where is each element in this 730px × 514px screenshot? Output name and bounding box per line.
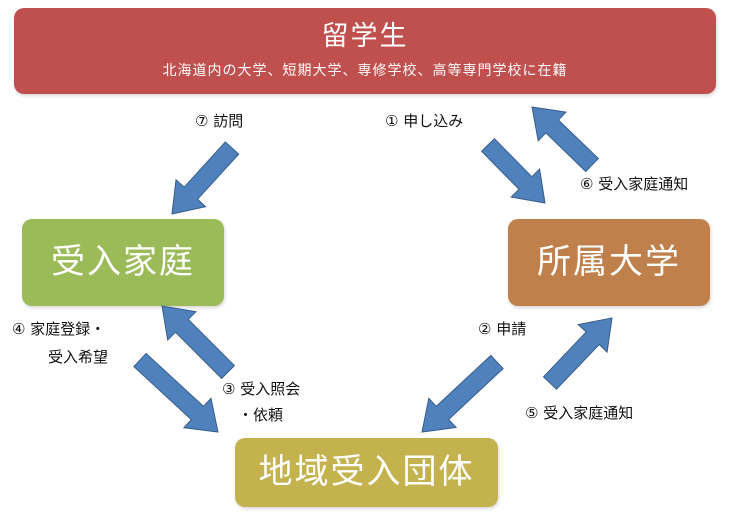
arrow-student-to-univ: [480, 137, 546, 204]
arrow-host-to-org: [133, 352, 219, 433]
arrow-univ-to-org: [421, 354, 504, 433]
university-node-title: 所属大学: [537, 241, 681, 282]
edge-label-register-line2: 受入希望: [48, 348, 109, 366]
student-node: 留学生 北海道内の大学、短期大学、専修学校、高等専門学校に在籍: [14, 8, 716, 94]
edge-label-notify-student: ⑥ 受入家庭通知: [580, 175, 689, 193]
edge-label-request: ② 申請: [478, 320, 527, 338]
arrow-org-to-univ: [542, 317, 613, 390]
university-node: 所属大学: [508, 219, 710, 306]
edge-label-visit: ⑦ 訪問: [195, 112, 244, 130]
host-family-node: 受入家庭: [22, 219, 224, 306]
arrow-org-to-host: [161, 305, 236, 380]
edge-label-register-line1: ④ 家庭登録・: [12, 320, 106, 338]
student-node-subtitle: 北海道内の大学、短期大学、専修学校、高等専門学校に在籍: [162, 62, 568, 79]
arrow-student-to-host: [171, 141, 240, 215]
student-node-title: 留学生: [321, 21, 409, 53]
edge-label-apply: ① 申し込み: [385, 112, 464, 130]
edge-label-notify-university: ⑤ 受入家庭通知: [525, 404, 634, 422]
host-organization-node: 地域受入団体: [235, 438, 498, 507]
host-organization-node-title: 地域受入団体: [258, 451, 475, 492]
edge-label-inquiry-line1: ③ 受入照会: [222, 380, 301, 398]
arrow-univ-to-student: [531, 106, 600, 173]
edge-label-inquiry-line2: ・依頼: [238, 406, 284, 424]
host-family-node-title: 受入家庭: [51, 241, 195, 282]
